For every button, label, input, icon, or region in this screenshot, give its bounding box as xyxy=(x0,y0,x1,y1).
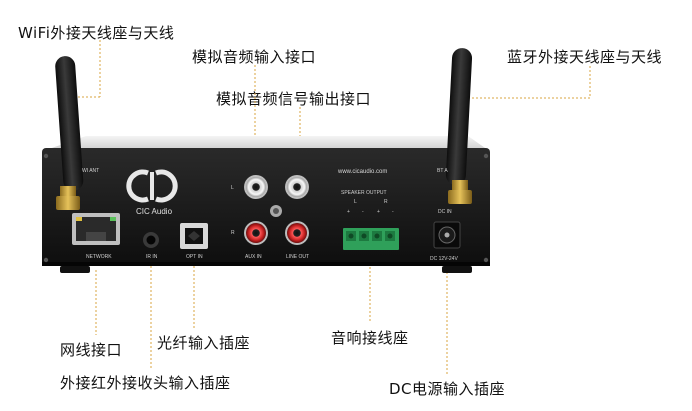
speaker-r-minus: - xyxy=(392,209,394,215)
speaker-terminal-icon xyxy=(343,228,399,250)
network-port-icon xyxy=(72,213,120,245)
foot-right xyxy=(442,266,472,273)
device-top-face xyxy=(46,136,488,150)
label-speaker-terminal: 音响接线座 xyxy=(331,329,409,347)
label-optical-input: 光纤输入插座 xyxy=(157,334,251,352)
panel-bottom-edge xyxy=(42,262,490,266)
label-network-port: 网线接口 xyxy=(60,341,123,359)
label-dc-input: DC电源输入插座 xyxy=(389,380,506,398)
screw-icon xyxy=(483,257,489,263)
aux-in-label: AUX IN xyxy=(245,254,262,260)
ir-input-jack-icon xyxy=(143,232,159,248)
speaker-right-label: R xyxy=(384,199,388,205)
screw-icon xyxy=(43,257,49,263)
dc-in-label: DC IN xyxy=(438,209,452,215)
speaker-r-plus: + xyxy=(377,209,380,215)
wifi-antenna xyxy=(55,56,84,210)
dc-rating-label: DC 12V-24V xyxy=(430,256,458,262)
screw-icon xyxy=(43,153,49,159)
foot-left xyxy=(60,266,90,273)
bt-ant-label: BT A xyxy=(437,168,448,174)
speaker-output-label: SPEAKER OUTPUT xyxy=(341,190,387,196)
screw-icon xyxy=(483,153,489,159)
speaker-left-label: L xyxy=(354,199,357,205)
rca-channel-right-label: R xyxy=(231,230,235,236)
speaker-l-minus: - xyxy=(362,209,364,215)
optical-input-icon xyxy=(180,223,208,249)
wifi-ant-label: WI ANT xyxy=(82,168,99,174)
rca-output-red-icon xyxy=(285,221,309,245)
dc-power-jack-icon xyxy=(433,221,461,249)
label-wifi-antenna: WiFi外接天线座与天线 xyxy=(18,24,175,42)
rca-channel-left-label: L xyxy=(231,185,234,191)
rca-input-red-icon xyxy=(244,221,268,245)
bluetooth-antenna xyxy=(445,48,473,204)
label-ir-input: 外接红外接收头输入插座 xyxy=(60,374,231,392)
rca-output-white-icon xyxy=(285,175,309,199)
ir-input-label: IR IN xyxy=(146,254,158,260)
rca-input-white-icon xyxy=(244,175,268,199)
label-analog-audio-input: 模拟音频输入接口 xyxy=(192,48,317,66)
network-port-label: NETWORK xyxy=(86,254,112,260)
speaker-l-plus: + xyxy=(347,209,350,215)
optical-input-label: OPT IN xyxy=(186,254,203,260)
ground-screw-icon xyxy=(270,205,282,217)
cic-audio-logo-icon xyxy=(126,169,178,203)
line-out-label: LINE OUT xyxy=(286,254,309,260)
website-url: www.cicaudio.com xyxy=(337,169,387,175)
brand-name: CIC Audio xyxy=(136,207,173,216)
label-bluetooth-antenna: 蓝牙外接天线座与天线 xyxy=(507,48,663,66)
device-rear-panel xyxy=(42,148,490,266)
